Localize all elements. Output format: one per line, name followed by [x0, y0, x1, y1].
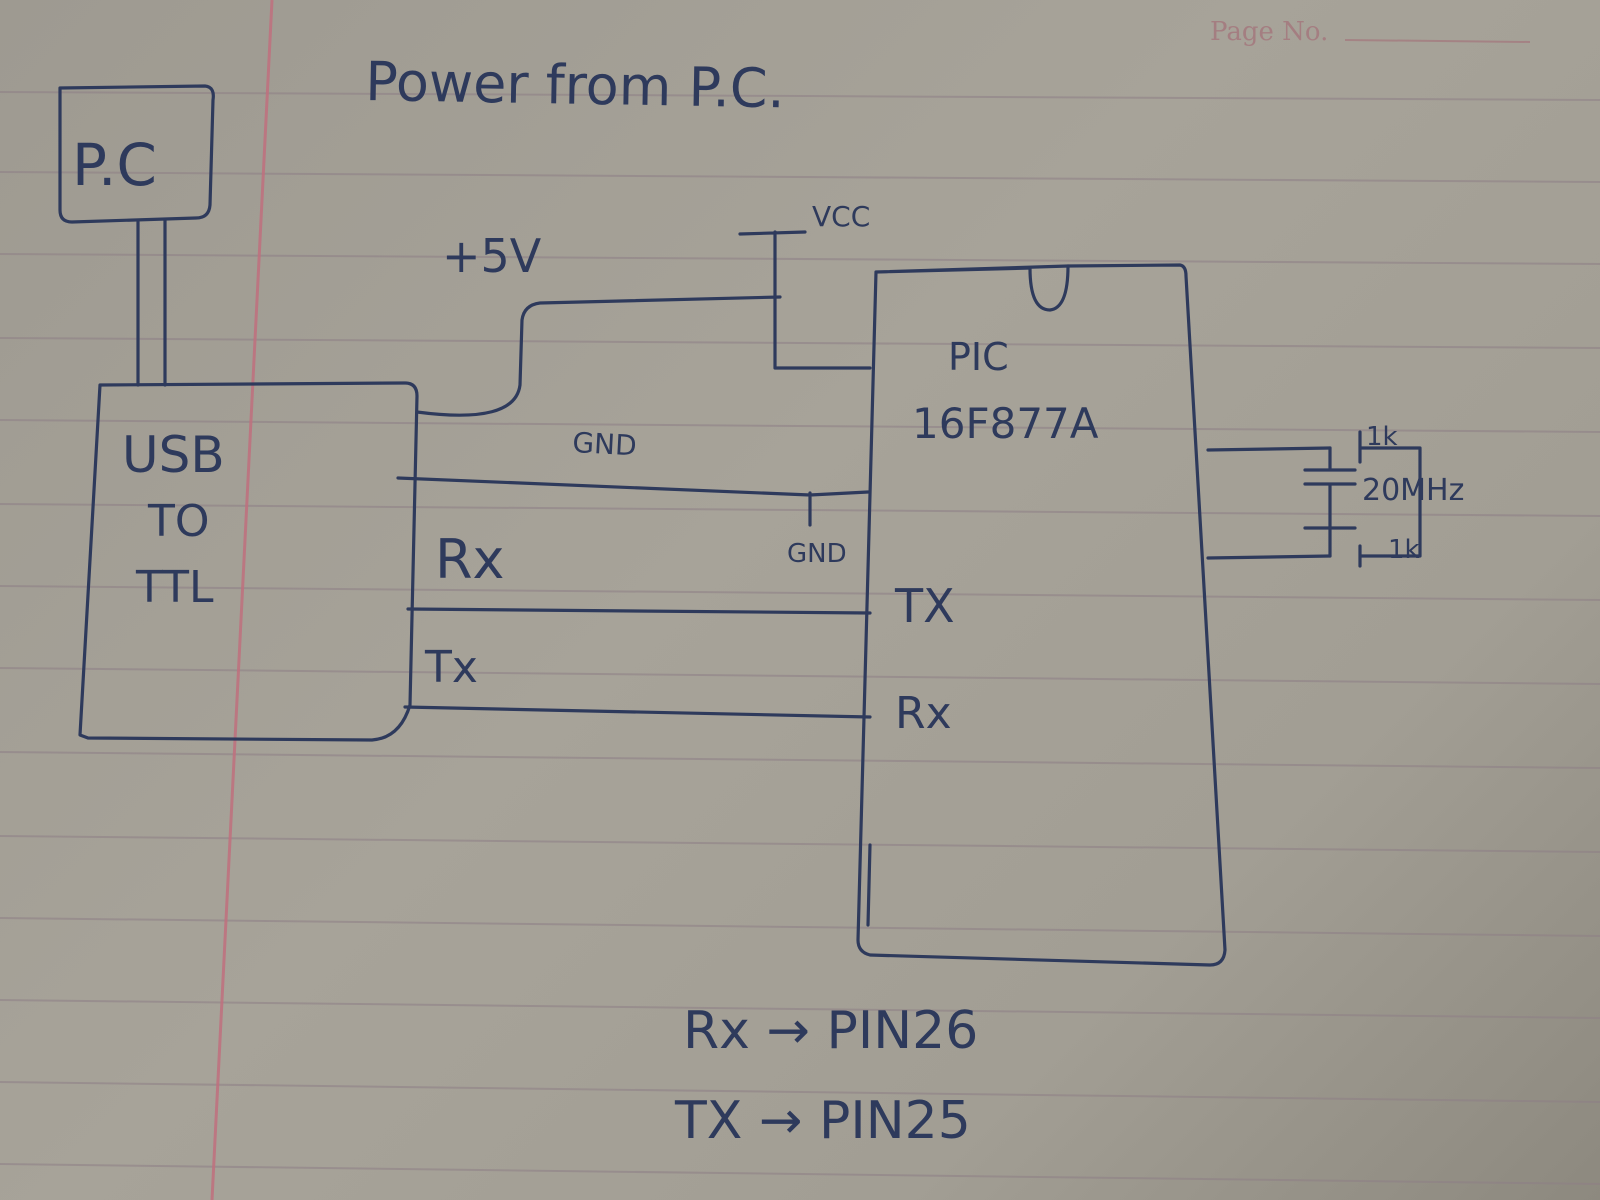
usb-label-line1: USB	[122, 426, 225, 484]
pic-label-line2: 16F877A	[912, 399, 1099, 448]
plus5v-wire	[415, 295, 782, 417]
page-title: Power from P.C.	[365, 50, 785, 120]
gnd-wire-label: GND	[572, 426, 638, 462]
tx-to-rx-wire	[403, 705, 872, 719]
pic-label-line1: PIC	[948, 335, 1009, 379]
pc-box: P.C	[58, 84, 215, 224]
usb-rx-label: Rx	[435, 528, 504, 591]
crystal-circuit: 1k 20MHz 1k	[1206, 422, 1464, 568]
gnd-pin-label: GND	[787, 539, 847, 569]
plus5v-label: +5V	[442, 229, 542, 283]
page-number-label: Page No.	[1210, 17, 1328, 47]
pic-chip: PIC 16F877A TX Rx	[856, 263, 1227, 967]
usb-tx-label: Tx	[424, 642, 478, 693]
rx-pin-note: Rx → PIN26	[683, 1001, 978, 1061]
vcc-label: VCC	[812, 200, 870, 233]
margin-line	[210, 0, 274, 1200]
usb-label-line2: TO	[147, 496, 210, 547]
vcc-symbol	[738, 230, 872, 370]
pic-notch	[1028, 264, 1070, 312]
usb-ttl-module: USB TO TTL	[78, 381, 419, 742]
crystal-top-cap-label: 1k	[1366, 422, 1398, 452]
crystal-frequency-label: 20MHz	[1362, 473, 1464, 508]
pic-rx-label: Rx	[895, 688, 952, 739]
pic-tx-label: TX	[894, 579, 955, 633]
usb-cable	[136, 218, 167, 387]
pc-label: P.C	[72, 131, 157, 199]
ruled-lines	[0, 91, 1600, 1185]
rx-to-tx-wire	[406, 607, 872, 615]
usb-label-line3: TTL	[135, 562, 214, 613]
gnd-wire	[396, 476, 870, 527]
tx-pin-note: TX → PIN25	[674, 1091, 971, 1151]
crystal-bottom-cap-label: 1k	[1388, 535, 1420, 565]
